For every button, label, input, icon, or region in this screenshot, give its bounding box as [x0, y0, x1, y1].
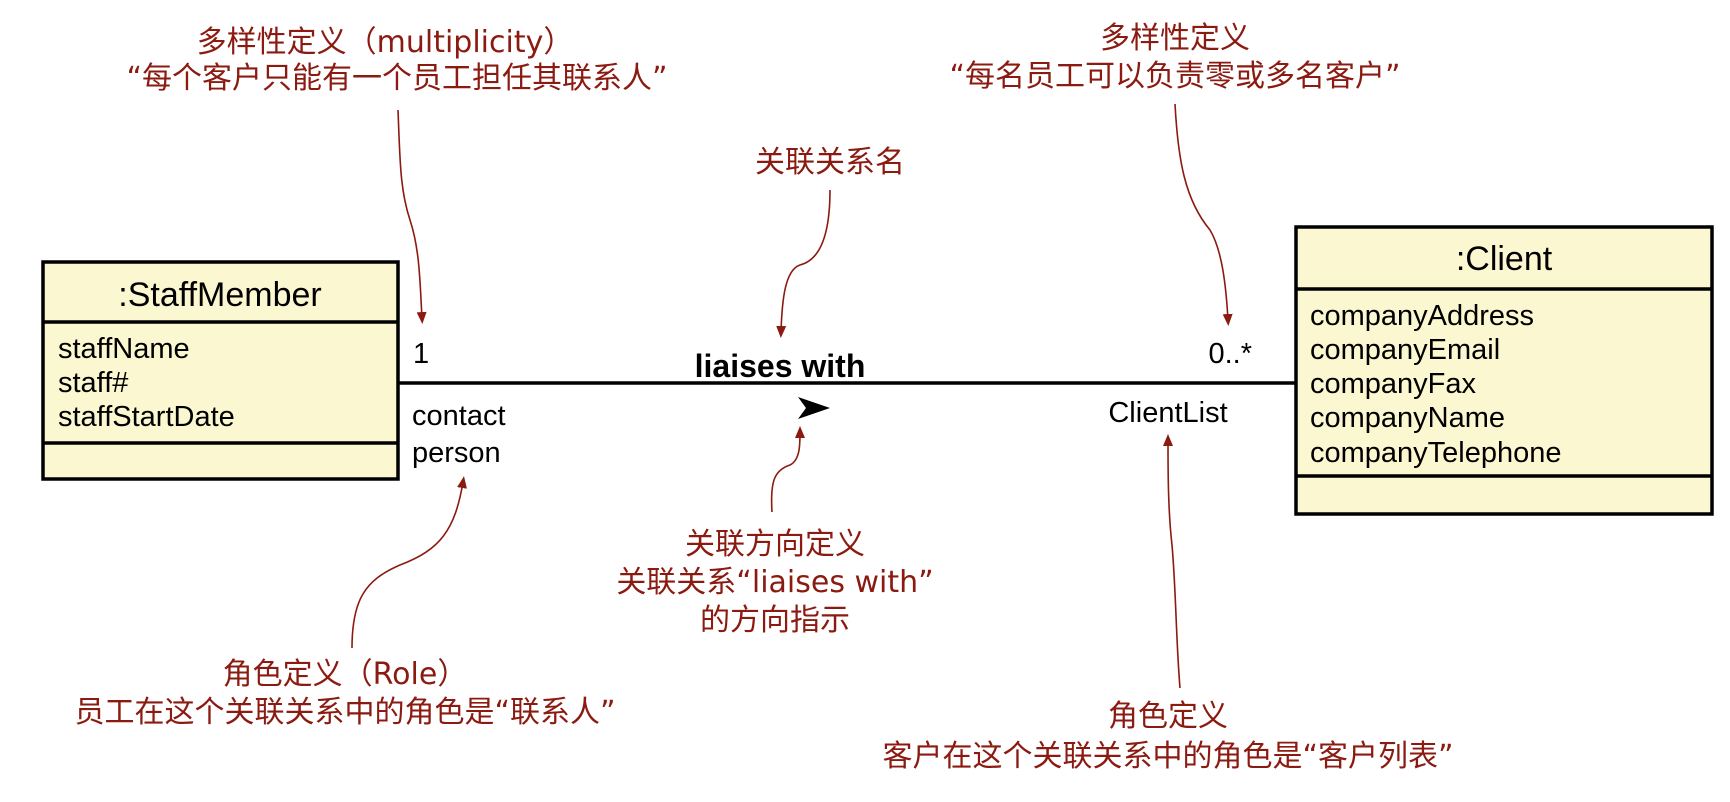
annotation-staff-role-title: 角色定义（Role） [223, 657, 468, 692]
client-attribute: companyEmail [1310, 334, 1500, 366]
annotation-direction-text: 的方向指示 [700, 603, 850, 638]
staff-member-class[interactable]: :StaffMember staffName staff# staffStart… [41, 260, 400, 481]
annotation-staff-multiplicity-title: 多样性定义（multiplicity） [197, 25, 574, 60]
client-class[interactable]: :Client companyAddress companyEmail comp… [1294, 225, 1714, 516]
annotation-staff-multiplicity-text: “每个客户只能有一个员工担任其联系人” [126, 61, 667, 96]
staff-member-attribute: staff# [58, 367, 128, 399]
client-multiplicity: 0..* [1208, 338, 1252, 370]
annotation-staff-role-text: 员工在这个关联关系中的角色是“联系人” [74, 695, 615, 730]
annotation-client-multiplicity-title: 多样性定义 [1100, 21, 1250, 56]
annotation-association-name: 关联关系名 [755, 145, 905, 180]
client-attribute: companyFax [1310, 368, 1477, 400]
staff-role-label: contact [412, 400, 506, 432]
client-class-name: :Client [1456, 240, 1553, 278]
staff-role-label: person [412, 437, 501, 469]
client-attribute: companyName [1310, 402, 1505, 434]
client-attribute: companyAddress [1310, 300, 1534, 332]
callout-arrow-association-name [776, 189, 831, 338]
callout-arrow-direction [770, 426, 805, 513]
callout-arrow-staff-role [351, 476, 467, 649]
callout-arrow-staff-multiplicity [397, 109, 427, 324]
annotation-client-role-text: 客户在这个关联关系中的角色是“客户列表” [882, 739, 1453, 774]
client-role-label: ClientList [1108, 397, 1227, 429]
callout-arrow-client-multiplicity [1174, 103, 1233, 326]
staff-member-attribute: staffName [58, 333, 190, 365]
annotation-client-role-title: 角色定义 [1108, 699, 1228, 734]
callout-arrow-client-role [1163, 434, 1181, 689]
staff-member-class-name: :StaffMember [118, 276, 321, 314]
annotation-direction-text: 关联关系“liaises with” [616, 565, 933, 600]
direction-arrow-icon [798, 397, 830, 419]
client-class-box [1294, 225, 1714, 516]
staff-member-attribute: staffStartDate [58, 401, 235, 433]
client-attribute: companyTelephone [1310, 437, 1562, 469]
staff-multiplicity: 1 [413, 338, 429, 370]
annotation-client-multiplicity-text: “每名员工可以负责零或多名客户” [949, 59, 1400, 94]
association-name: liaises with [695, 348, 866, 384]
annotation-direction-title: 关联方向定义 [685, 527, 865, 562]
